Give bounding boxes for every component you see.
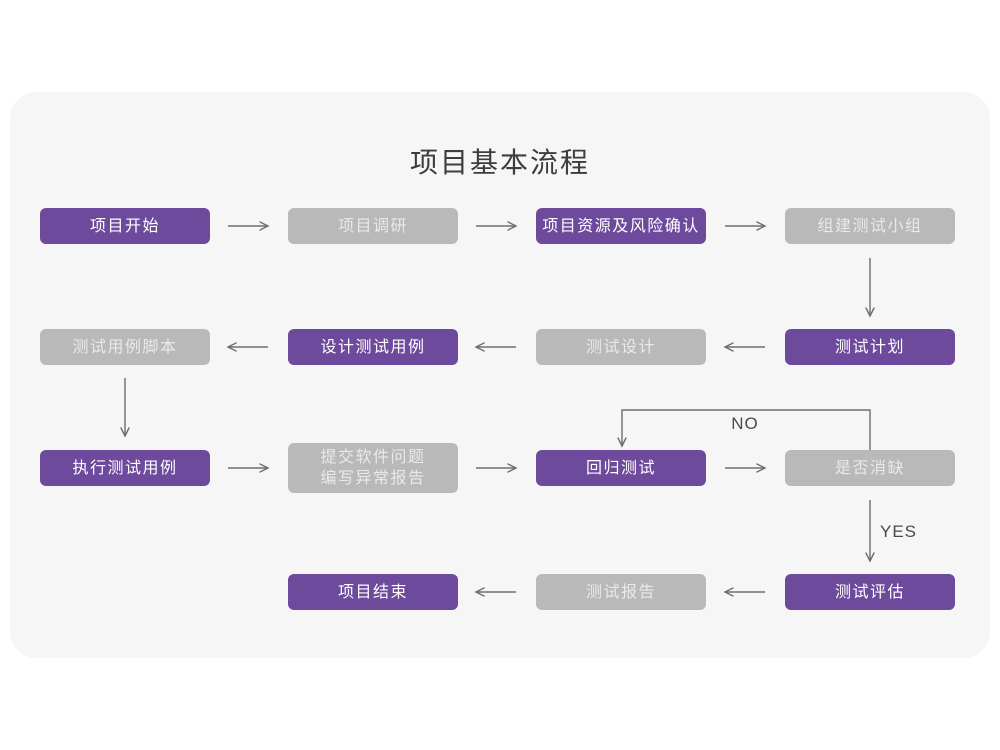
flow-node-project-research: 项目调研 <box>288 208 458 244</box>
flow-node-submit-issue-report: 提交软件问题 编写异常报告 <box>288 443 458 493</box>
flow-node-test-plan: 测试计划 <box>785 329 955 365</box>
flow-node-defect-cleared: 是否消缺 <box>785 450 955 486</box>
flow-node-test-design: 测试设计 <box>536 329 706 365</box>
flow-node-test-evaluation: 测试评估 <box>785 574 955 610</box>
flow-node-regression-test: 回归测试 <box>536 450 706 486</box>
flowchart-card <box>10 92 990 658</box>
flow-node-test-case-scripts: 测试用例脚本 <box>40 329 210 365</box>
flow-node-test-report: 测试报告 <box>536 574 706 610</box>
flow-node-build-test-team: 组建测试小组 <box>785 208 955 244</box>
edge-label-no: NO <box>731 414 759 433</box>
flow-node-design-test-cases: 设计测试用例 <box>288 329 458 365</box>
page-title: 项目基本流程 <box>409 147 590 178</box>
edge-label-yes: YES <box>880 522 918 541</box>
flow-node-project-start: 项目开始 <box>40 208 210 244</box>
flow-node-project-end: 项目结束 <box>288 574 458 610</box>
flow-node-execute-test-cases: 执行测试用例 <box>40 450 210 486</box>
flow-node-resources-risk: 项目资源及风险确认 <box>536 208 706 244</box>
